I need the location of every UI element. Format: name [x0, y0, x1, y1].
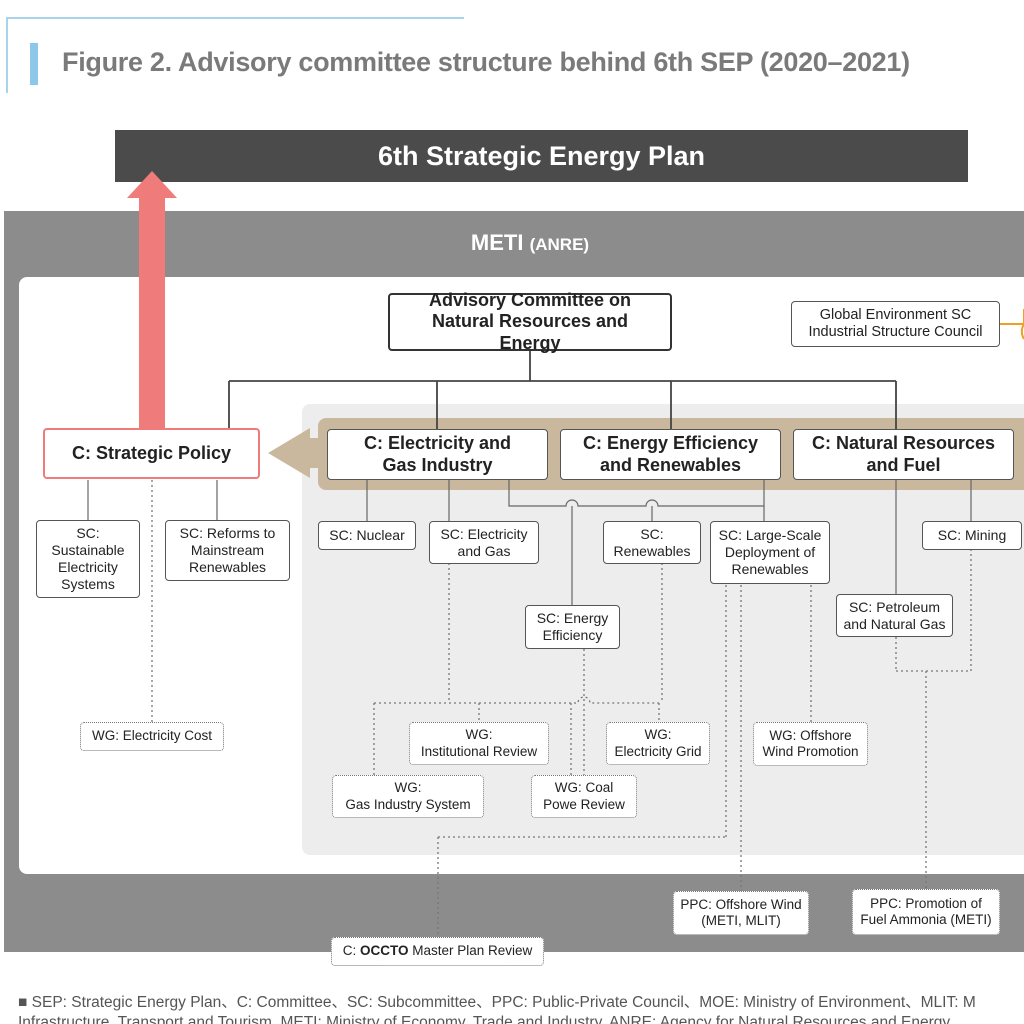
wg-institutional-line1: WG: — [465, 727, 493, 743]
sc-sustainable-line1: SC: — [76, 525, 100, 542]
title-frame-top — [6, 17, 464, 19]
sc-renewables-line2: Renewables — [613, 542, 691, 559]
sc-reforms-renewables: SC: Reforms to Mainstream Renewables — [165, 520, 290, 581]
committee-energy-efficiency-line2: and Renewables — [599, 454, 742, 475]
ppc-ammonia-line1: PPC: Promotion of — [870, 895, 982, 911]
strategic-energy-plan-bar: 6th Strategic Energy Plan — [115, 130, 968, 182]
sc-sustainable-electricity: SC: Sustainable Electricity Systems — [36, 520, 140, 598]
sc-reforms-line3: Renewables — [188, 558, 267, 575]
sc-renewables-line1: SC: — [640, 525, 664, 542]
wg-gas-industry-system: WG: Gas Industry System — [332, 775, 484, 818]
sc-reforms-line2: Mainstream — [190, 542, 265, 559]
sc-nuclear: SC: Nuclear — [318, 521, 416, 550]
sc-electricity-gas-line1: SC: Electricity — [440, 525, 528, 542]
wg-coal-power-review: WG: Coal Powe Review — [531, 775, 637, 818]
wg-coal-line2: Powe Review — [543, 796, 625, 812]
wg-electricity-cost: WG: Electricity Cost — [80, 722, 224, 751]
global-env-line1: Global Environment SC — [819, 306, 972, 323]
sc-reforms-line1: SC: Reforms to — [179, 525, 276, 542]
committee-natural-resources-line2: and Fuel — [866, 454, 941, 475]
ppc-fuel-ammonia: PPC: Promotion of Fuel Ammonia (METI) — [852, 889, 1000, 935]
sc-electricity-gas-line2: and Gas — [457, 542, 511, 559]
wg-electricity-cost-label: WG: Electricity Cost — [91, 728, 212, 744]
global-environment-box: Global Environment SC Industrial Structu… — [791, 301, 1000, 347]
sc-mining-label: SC: Mining — [937, 527, 1007, 544]
committee-natural-resources: C: Natural Resources and Fuel — [793, 429, 1014, 480]
occto-name: OCCTO — [359, 943, 409, 959]
footnote: ■ SEP: Strategic Energy Plan、C: Committe… — [18, 993, 1024, 1024]
committee-occto: C: OCCTO Master Plan Review — [331, 937, 544, 966]
sc-petroleum-gas: SC: Petroleum and Natural Gas — [836, 594, 953, 637]
wg-institutional-line2: Institutional Review — [420, 743, 538, 759]
wg-gas-industry-line2: Gas Industry System — [345, 796, 471, 812]
advisory-committee-label: Advisory Committee on Natural Resources … — [428, 289, 632, 353]
committee-electricity-gas: C: Electricity and Gas Industry — [327, 429, 548, 480]
meti-sub: (ANRE) — [529, 235, 590, 254]
committee-energy-efficiency: C: Energy Efficiency and Renewables — [560, 429, 781, 480]
wg-electricity-grid: WG: Electricity Grid — [606, 722, 710, 765]
sc-large-scale-line2: Deployment of — [724, 544, 816, 561]
sc-sustainable-line4: Systems — [61, 575, 115, 592]
committee-strategic-policy: C: Strategic Policy — [43, 428, 260, 479]
figure-title: Figure 2. Advisory committee structure b… — [62, 47, 910, 77]
wg-offshore-wind: WG: Offshore Wind Promotion — [753, 722, 868, 766]
wg-institutional-review: WG: Institutional Review — [409, 722, 549, 765]
wg-grid-line2: Electricity Grid — [614, 743, 702, 759]
sc-energy-efficiency-line2: Efficiency — [542, 627, 603, 643]
meti-label: METI (ANRE) — [0, 230, 1024, 256]
sc-energy-efficiency: SC: Energy Efficiency — [525, 605, 620, 649]
footnote-line1: ■ SEP: Strategic Energy Plan、C: Committe… — [18, 994, 976, 1011]
sc-nuclear-label: SC: Nuclear — [329, 527, 405, 544]
committee-electricity-gas-line1: C: Electricity and — [363, 432, 512, 453]
wg-offshore-line2: Wind Promotion — [762, 744, 859, 759]
ppc-ammonia-line2: Fuel Ammonia (METI) — [860, 912, 992, 927]
sc-petroleum-line1: SC: Petroleum — [848, 598, 941, 615]
wg-grid-line1: WG: — [644, 727, 672, 743]
sc-sustainable-line2: Sustainable — [51, 542, 125, 559]
sc-renewables: SC: Renewables — [603, 521, 701, 564]
title-frame-left — [6, 17, 8, 93]
occto-prefix: C: — [342, 943, 357, 959]
ppc-offshore-line2: (METI, MLIT) — [701, 913, 781, 928]
sc-large-scale-line1: SC: Large-Scale — [718, 527, 822, 544]
occto-rest: Master Plan Review — [412, 943, 533, 959]
ppc-offshore-line1: PPC: Offshore Wind — [680, 896, 802, 912]
wg-coal-line1: WG: Coal — [554, 780, 614, 796]
ppc-offshore-wind: PPC: Offshore Wind (METI, MLIT) — [673, 891, 809, 935]
sc-petroleum-line2: and Natural Gas — [843, 615, 946, 632]
sc-energy-efficiency-line1: SC: Energy — [536, 610, 609, 627]
sc-large-scale-renewables: SC: Large-Scale Deployment of Renewables — [710, 521, 830, 584]
advisory-committee-box: Advisory Committee on Natural Resources … — [388, 290, 672, 353]
title-accent-bar — [30, 43, 38, 85]
committee-energy-efficiency-line1: C: Energy Efficiency — [582, 432, 759, 453]
committee-strategic-policy-label: C: Strategic Policy — [71, 442, 232, 463]
footnote-line2: Infrastructure, Transport and Tourism, M… — [18, 1014, 951, 1024]
sc-electricity-gas: SC: Electricity and Gas — [429, 521, 539, 564]
sc-large-scale-line3: Renewables — [731, 560, 809, 577]
sc-sustainable-line3: Electricity — [58, 559, 118, 575]
sc-mining: SC: Mining — [922, 521, 1022, 550]
global-env-line2: Industrial Structure Council — [808, 324, 983, 340]
committee-electricity-gas-line2: Gas Industry — [382, 454, 493, 475]
wg-gas-industry-line1: WG: — [394, 780, 422, 796]
committee-natural-resources-line1: C: Natural Resources — [811, 432, 996, 453]
wg-offshore-line1: WG: Offshore — [769, 727, 852, 743]
meti-name: METI — [470, 230, 524, 255]
